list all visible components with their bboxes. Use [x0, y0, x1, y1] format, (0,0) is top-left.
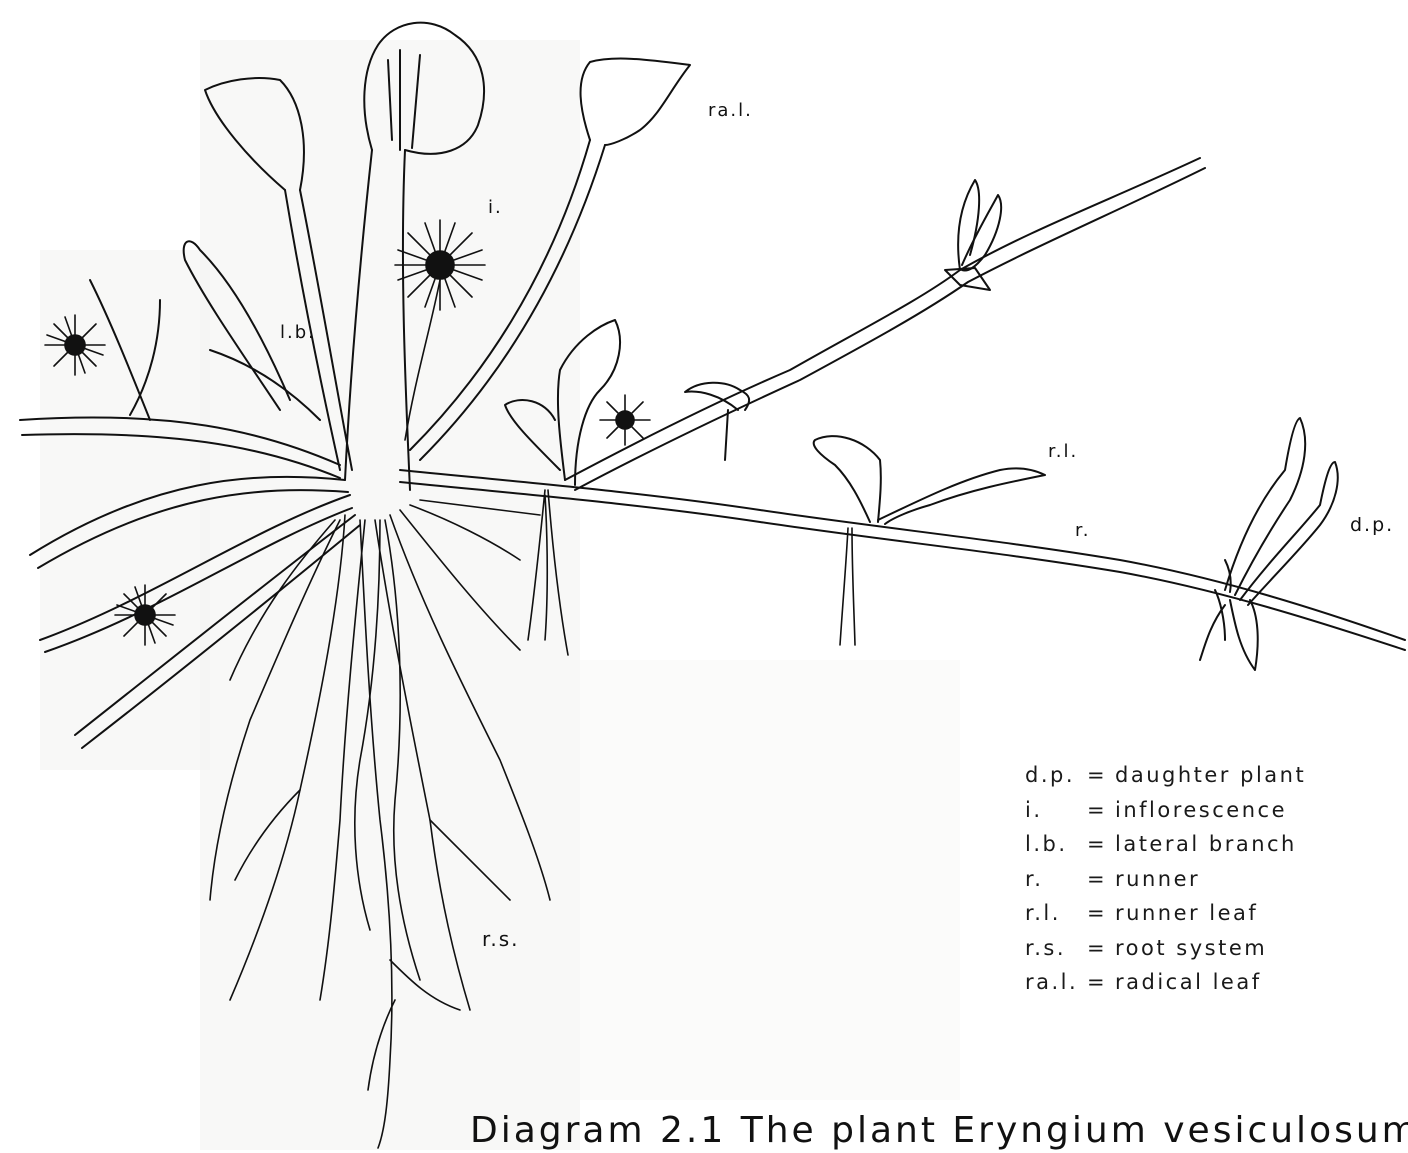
legend-row: r.=runner [1025, 864, 1306, 899]
runner-roots [528, 490, 855, 655]
label-radical-leaf: ra.l. [708, 100, 753, 121]
label-runner: r. [1075, 520, 1090, 541]
radical-leaves [20, 23, 690, 748]
figure-caption: Diagram 2.1 The plant Eryngium vesiculos… [470, 1110, 1408, 1151]
legend-row: i.=inflorescence [1025, 795, 1306, 830]
legend: d.p.=daughter plant i.=inflorescence l.b… [1025, 760, 1306, 1002]
legend-row: l.b.=lateral branch [1025, 829, 1306, 864]
upper-runner [565, 158, 1205, 490]
legend-row: d.p.=daughter plant [1025, 760, 1306, 795]
root-system [210, 500, 550, 1148]
daughter-plant [1200, 418, 1338, 670]
label-runner-leaf: r.l. [1048, 441, 1078, 462]
legend-row: r.l.=runner leaf [1025, 898, 1306, 933]
legend-row: r.s.=root system [1025, 933, 1306, 968]
label-daughter-plant: d.p. [1350, 514, 1394, 536]
legend-row: ra.l.=radical leaf [1025, 967, 1306, 1002]
runner-leaves [505, 180, 1045, 524]
label-lateral-branch: l.b. [280, 322, 316, 343]
label-root-system: r.s. [482, 927, 520, 951]
label-inflorescence: i. [488, 197, 503, 218]
